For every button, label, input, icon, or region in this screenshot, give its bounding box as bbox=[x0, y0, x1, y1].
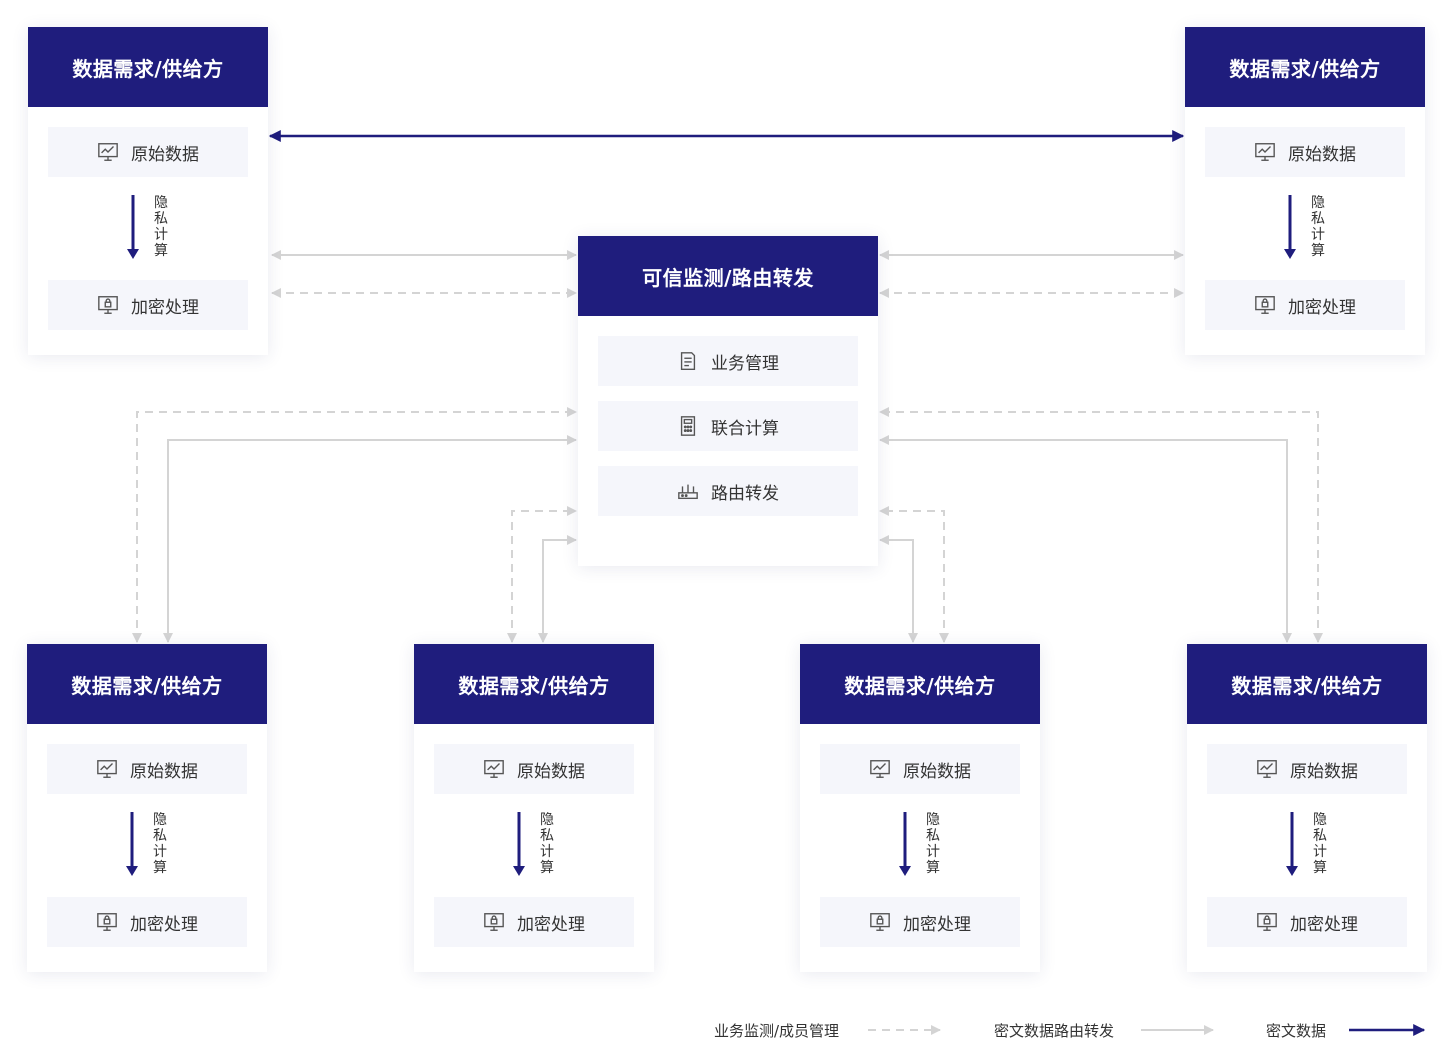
legend-label: 密文数据路由转发 bbox=[994, 1021, 1115, 1040]
legend-label: 密文数据 bbox=[1266, 1021, 1327, 1040]
trusted-hub-node: 可信监测/路由转发 业务管理 联合计算 路由转发 bbox=[578, 236, 878, 566]
raw-data-item: 原始数据 bbox=[1205, 127, 1405, 177]
raw-data-label: 原始数据 bbox=[1290, 761, 1358, 782]
down-arrow-icon bbox=[127, 195, 139, 259]
party-node-bottom-4: 数据需求/供给方 原始数据 隐私计算 加密处理 bbox=[1187, 644, 1427, 972]
raw-data-label: 原始数据 bbox=[517, 761, 585, 782]
monitor-line-b2 bbox=[507, 506, 577, 643]
route-line-b3 bbox=[879, 535, 918, 643]
encrypt-item: 加密处理 bbox=[1207, 897, 1407, 947]
encrypt-item: 加密处理 bbox=[820, 897, 1020, 947]
hub-item-label: 业务管理 bbox=[711, 353, 779, 374]
privacy-compute-label: 隐私计算 bbox=[1311, 195, 1325, 259]
chart-monitor-icon bbox=[97, 760, 117, 778]
calculator-icon bbox=[680, 416, 696, 436]
down-arrow-icon bbox=[899, 812, 911, 876]
party-node-bottom-2: 数据需求/供给方 原始数据 隐私计算 加密处理 bbox=[414, 644, 654, 972]
down-arrow-icon bbox=[513, 812, 525, 876]
document-icon bbox=[680, 352, 696, 370]
encrypt-item: 加密处理 bbox=[434, 897, 634, 947]
legend-solid-gray: 密文数据路由转发 bbox=[994, 1018, 1114, 1042]
raw-data-item: 原始数据 bbox=[820, 744, 1020, 794]
raw-data-item: 原始数据 bbox=[434, 744, 634, 794]
raw-data-label: 原始数据 bbox=[1288, 144, 1356, 165]
party-title: 数据需求/供给方 bbox=[27, 644, 267, 724]
raw-data-label: 原始数据 bbox=[903, 761, 971, 782]
party-node-bottom-3: 数据需求/供给方 原始数据 隐私计算 加密处理 bbox=[800, 644, 1040, 972]
party-title: 数据需求/供给方 bbox=[1187, 644, 1427, 724]
privacy-compute-label: 隐私计算 bbox=[540, 812, 554, 876]
legend-dashed: 业务监测/成员管理 bbox=[714, 1018, 839, 1042]
party-title: 数据需求/供给方 bbox=[1185, 27, 1425, 107]
party-title: 数据需求/供给方 bbox=[414, 644, 654, 724]
hub-item-label: 联合计算 bbox=[711, 418, 779, 439]
raw-data-item: 原始数据 bbox=[48, 127, 248, 177]
lock-monitor-icon bbox=[97, 913, 117, 931]
lock-monitor-icon bbox=[484, 913, 504, 931]
router-icon bbox=[678, 484, 698, 500]
party-node-bottom-1: 数据需求/供给方 原始数据 隐私计算 加密处理 bbox=[27, 644, 267, 972]
privacy-compute-label: 隐私计算 bbox=[153, 812, 167, 876]
lock-monitor-icon bbox=[1257, 913, 1277, 931]
chart-monitor-icon bbox=[484, 760, 504, 778]
route-line-b1 bbox=[163, 435, 577, 643]
lock-monitor-icon bbox=[98, 296, 118, 314]
lock-monitor-icon bbox=[1255, 296, 1275, 314]
monitor-line-b1 bbox=[132, 407, 577, 643]
encrypt-label: 加密处理 bbox=[517, 914, 585, 935]
raw-data-item: 原始数据 bbox=[1207, 744, 1407, 794]
encrypt-item: 加密处理 bbox=[1205, 280, 1405, 330]
party-node-top-left: 数据需求/供给方 原始数据 隐私计算 加密处理 bbox=[28, 27, 268, 355]
hub-item-label: 路由转发 bbox=[711, 483, 779, 504]
route-line-b4 bbox=[879, 435, 1292, 643]
encrypt-label: 加密处理 bbox=[1290, 914, 1358, 935]
legend-label: 业务监测/成员管理 bbox=[714, 1021, 840, 1040]
encrypt-label: 加密处理 bbox=[903, 914, 971, 935]
encrypt-label: 加密处理 bbox=[1288, 297, 1356, 318]
chart-monitor-icon bbox=[1255, 143, 1275, 161]
privacy-compute-label: 隐私计算 bbox=[1313, 812, 1327, 876]
encrypt-item: 加密处理 bbox=[47, 897, 247, 947]
route-line-b2 bbox=[538, 535, 577, 643]
down-arrow-icon bbox=[126, 812, 138, 876]
party-title: 数据需求/供给方 bbox=[28, 27, 268, 107]
hub-title: 可信监测/路由转发 bbox=[578, 236, 878, 316]
lock-monitor-icon bbox=[870, 913, 890, 931]
raw-data-label: 原始数据 bbox=[131, 144, 199, 165]
legend-solid-blue: 密文数据 bbox=[1266, 1018, 1326, 1042]
encrypt-label: 加密处理 bbox=[131, 297, 199, 318]
hub-item-joint-compute: 联合计算 bbox=[598, 401, 858, 451]
down-arrow-icon bbox=[1286, 812, 1298, 876]
privacy-compute-label: 隐私计算 bbox=[154, 195, 168, 259]
down-arrow-icon bbox=[1284, 195, 1296, 259]
encrypt-item: 加密处理 bbox=[48, 280, 248, 330]
party-title: 数据需求/供给方 bbox=[800, 644, 1040, 724]
raw-data-item: 原始数据 bbox=[47, 744, 247, 794]
chart-monitor-icon bbox=[98, 143, 118, 161]
encrypt-label: 加密处理 bbox=[130, 914, 198, 935]
raw-data-label: 原始数据 bbox=[130, 761, 198, 782]
hub-item-business-mgmt: 业务管理 bbox=[598, 336, 858, 386]
monitor-line-b4 bbox=[879, 407, 1323, 643]
chart-monitor-icon bbox=[1257, 760, 1277, 778]
party-node-top-right: 数据需求/供给方 原始数据 隐私计算 加密处理 bbox=[1185, 27, 1425, 355]
privacy-compute-label: 隐私计算 bbox=[926, 812, 940, 876]
chart-monitor-icon bbox=[870, 760, 890, 778]
hub-item-routing: 路由转发 bbox=[598, 466, 858, 516]
